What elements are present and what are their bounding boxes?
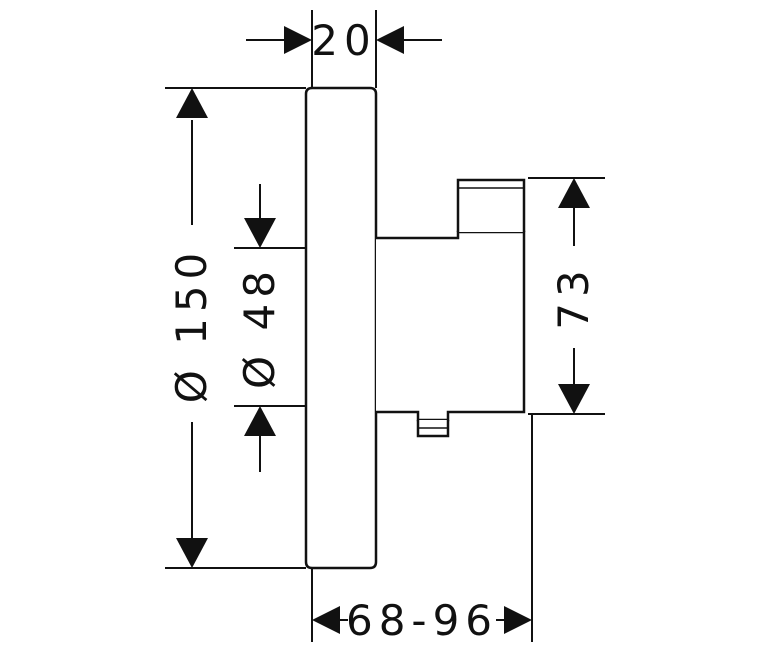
arrowhead — [244, 218, 276, 248]
dimension-label-inner-diameter: Ø 48 — [235, 265, 284, 389]
arrowhead — [244, 406, 276, 436]
arrowhead — [558, 178, 590, 208]
dimension-bottom-depth: 68-96 — [311, 414, 533, 645]
arrowhead — [376, 26, 404, 54]
cover-plate — [304, 86, 378, 570]
arrowhead — [558, 384, 590, 414]
arrowhead — [284, 26, 312, 54]
dimension-label-bottom-depth: 68-96 — [346, 596, 498, 645]
arrowhead — [504, 606, 532, 634]
dimension-label-top-width: 20 — [311, 16, 376, 65]
dimension-right-height: 73 — [528, 177, 605, 415]
dimension-label-right-height: 73 — [549, 264, 598, 329]
thermostat-body-outline — [304, 86, 526, 570]
dimension-top-width: 20 — [246, 10, 442, 88]
top-connector — [456, 178, 526, 232]
arrowhead — [312, 606, 340, 634]
arrowhead — [176, 538, 208, 568]
dimension-plate-diameter: Ø 150 — [165, 87, 306, 569]
dimension-label-plate-diameter: Ø 150 — [167, 247, 216, 404]
dimension-inner-diameter: Ø 48 — [234, 184, 306, 472]
main-housing — [376, 230, 526, 422]
arrowhead — [176, 88, 208, 118]
